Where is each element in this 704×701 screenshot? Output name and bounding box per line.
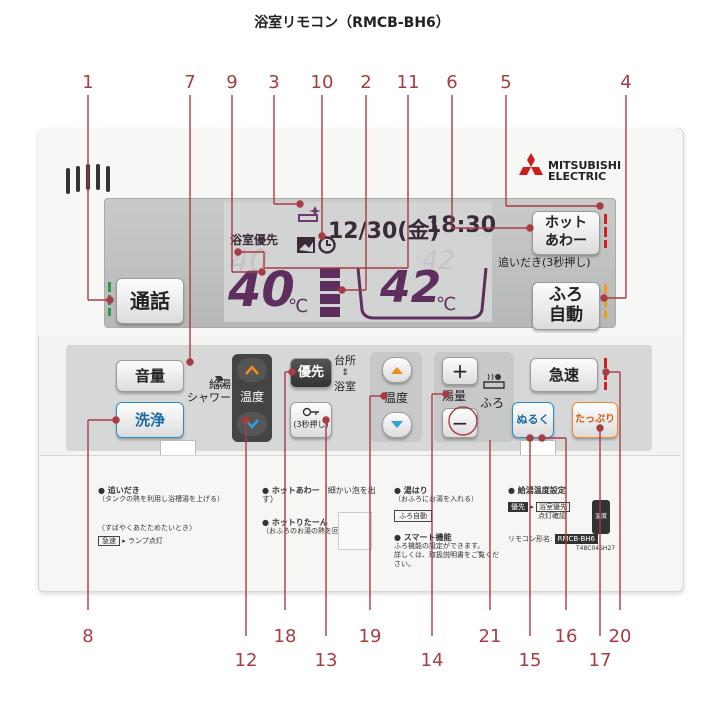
lcd-time: 18:30 [426, 213, 497, 238]
lcd-bath-priority: 浴室優先 [230, 233, 279, 247]
reheat-note: 追いだき(3秒押し) [498, 256, 591, 269]
callout-number-11: 11 [396, 72, 420, 93]
water-amount-minus-button[interactable]: − [442, 408, 478, 438]
callout-number-16: 16 [554, 626, 578, 647]
callout-number-6: 6 [446, 72, 458, 93]
supply-temp-control: 温度 [232, 354, 272, 442]
water-level-icon [320, 268, 340, 317]
shower-icon [215, 376, 225, 388]
bath-temp-control: 温度 [370, 352, 422, 442]
callout-number-19: 19 [358, 626, 382, 647]
callout-number-10: 10 [310, 72, 334, 93]
wash-button[interactable]: 洗浄 [116, 402, 184, 438]
talk-button[interactable]: 通話 [116, 278, 184, 324]
chevron-up-icon [391, 367, 403, 374]
callout-number-4: 4 [620, 72, 632, 93]
hot-bubble-instructions: ● ホットあわー（細かい泡を出す） ● ホットりたーん （おふろのお湯の熱を回収… [262, 486, 376, 535]
kitchen-bath-label: 台所⇕浴室 [334, 354, 356, 393]
page-title: 浴室リモコン（RMCB-BH6） [254, 15, 450, 31]
supply-temp-up-button[interactable] [237, 358, 267, 382]
timer-icon [318, 236, 336, 254]
bath-label: ふろ [480, 396, 505, 410]
bath-auto-button[interactable]: ふろ自動 [532, 282, 600, 330]
lcd-unit-right: ℃ [436, 294, 457, 315]
brand-name: MITSUBISHI ELECTRIC [548, 159, 622, 183]
callout-number-14: 14 [420, 650, 444, 671]
mitsubishi-logo-icon [519, 153, 543, 175]
priority-button[interactable]: 優先 [290, 358, 332, 388]
plenty-button[interactable]: たっぷり [572, 402, 618, 438]
lukewarm-button[interactable]: ぬるく [512, 402, 554, 438]
callout-number-2: 2 [360, 72, 372, 93]
lcd-screen [224, 202, 492, 322]
lcd-faded-right: 42 [422, 246, 456, 276]
callout-number-15: 15 [518, 650, 542, 671]
supply-temp-down-button[interactable] [237, 412, 267, 436]
chevron-down-icon [391, 421, 403, 428]
hot-bubble-button[interactable]: ホットあわー [532, 211, 600, 255]
supply-temp-label: 温度 [239, 390, 264, 404]
callout-number-21: 21 [478, 626, 502, 647]
supply-shower-label: 給湯シャワー [187, 378, 231, 404]
callout-number-20: 20 [608, 626, 632, 647]
callout-number-13: 13 [314, 650, 338, 671]
callout-number-18: 18 [273, 626, 297, 647]
chevron-up-icon [245, 365, 259, 375]
volume-button[interactable]: 音量 [116, 360, 184, 392]
bath-person-icon [483, 373, 505, 389]
callout-number-9: 9 [226, 72, 238, 93]
reheat-instructions: ● 追いだき （タンクの熱を利用し浴槽湯を上げる） 〈すばやくあたためたいとき〉… [98, 486, 224, 546]
callout-number-8: 8 [82, 626, 94, 647]
rapid-button[interactable]: 急速 [530, 358, 598, 392]
lcd-unit-left: ℃ [288, 296, 309, 317]
callout-number-7: 7 [184, 72, 196, 93]
lcd-temp-right: 42 [380, 262, 442, 313]
bath-temp-label: 温度 [383, 391, 408, 405]
callout-number-12: 12 [234, 650, 258, 671]
callout-number-17: 17 [588, 650, 612, 671]
bath-temp-up-button[interactable] [382, 357, 412, 383]
lcd-date: 12/30(金) [328, 219, 440, 244]
callout-number-1: 1 [82, 72, 94, 93]
callout-number-5: 5 [500, 72, 512, 93]
panel-window [338, 512, 372, 550]
fill-instructions: ● 湯はり （おふろにお湯を入れる） ふろ自動 ● スマート機能 ふろ機能の設定… [394, 486, 499, 568]
bath-temp-down-button[interactable] [382, 412, 412, 438]
bath-sparkle-icon [298, 206, 321, 222]
water-amount-plus-button[interactable]: + [442, 357, 478, 385]
bath-icon [297, 237, 315, 253]
hot-bubble-indicator [604, 214, 607, 248]
callout-number-3: 3 [268, 72, 280, 93]
tub-outline [356, 267, 488, 320]
key-icon [302, 407, 319, 417]
temp-mini-icon: 温度 [592, 500, 610, 534]
water-amount-control: + 湯量 − ふろ [434, 352, 514, 442]
